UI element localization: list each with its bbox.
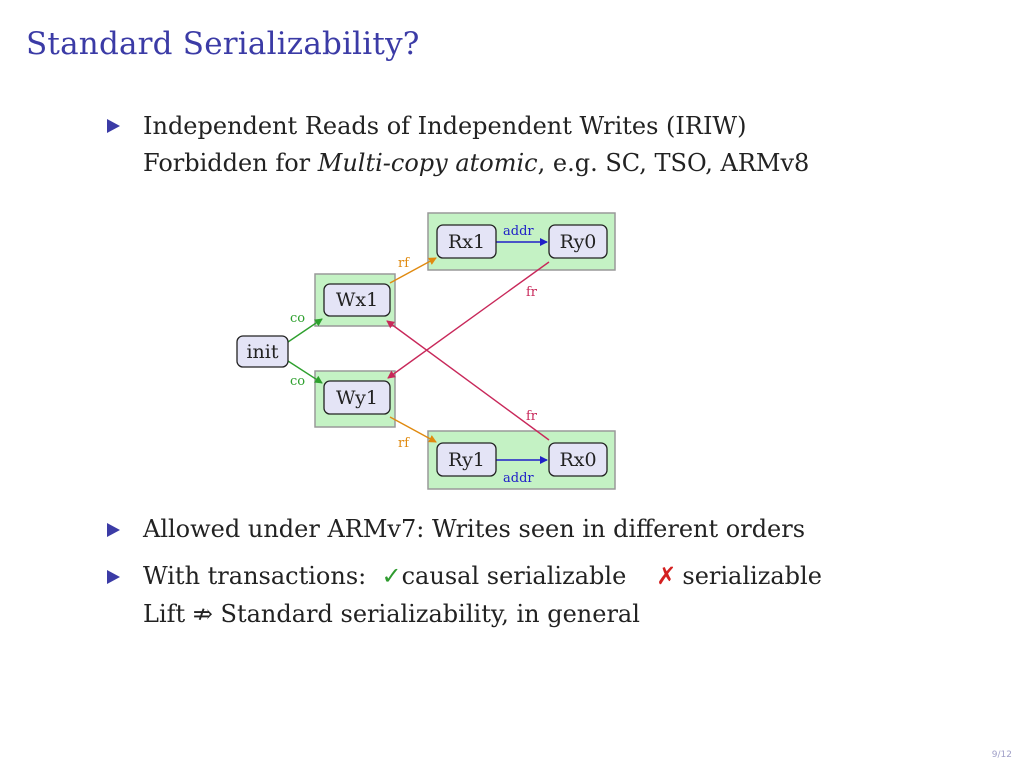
node-ry1: Ry1 [448, 449, 485, 471]
bullet1-emphasis: Multi-copy atomic [317, 149, 538, 177]
label-co-bottom: co [290, 374, 305, 389]
node-wy1: Wy1 [336, 387, 378, 409]
bullet3-line2: Lift ⇏ Standard serializability, in gene… [143, 600, 640, 628]
node-wx1-box [323, 283, 391, 317]
edge-fr-ry0-wy1 [387, 261, 550, 379]
label-rf-top: rf [398, 256, 410, 271]
label-rf-bottom: rf [398, 436, 410, 451]
label-fr-bottom: fr [526, 409, 538, 424]
bullet1-line2: Forbidden for Multi-copy atomic, e.g. SC… [143, 149, 809, 177]
bullet1-line2-prefix: Forbidden for [143, 149, 318, 177]
node-rx1: Rx1 [448, 231, 485, 253]
bullet-marker-2 [107, 523, 120, 537]
bullet-marker-1 [107, 119, 120, 133]
bullet3-line2-rest: Standard serializability, in general [220, 600, 640, 628]
node-init: init [246, 341, 278, 363]
node-rx1-box [436, 224, 497, 259]
edge-co-wx1 [287, 318, 323, 343]
serializable-label: serializable [682, 562, 822, 590]
edge-rf-bottom [389, 416, 437, 443]
causal-serializable-label: causal serializable [401, 562, 627, 590]
page-number: 9/12 [991, 750, 1012, 760]
label-addr-top: addr [503, 224, 534, 239]
node-ry0-box [548, 224, 608, 259]
edge-fr-rx0-wx1 [386, 320, 550, 441]
not-implies-symbol: ⇏ [192, 600, 213, 628]
lift-label: Lift [143, 600, 186, 628]
node-wy1-box [323, 380, 391, 415]
label-fr-top: fr [526, 285, 538, 300]
node-rx0: Rx0 [559, 449, 596, 471]
bullet3-prefix: With transactions: [143, 562, 382, 590]
bullet2-line: Allowed under ARMv7: Writes seen in diff… [143, 515, 806, 543]
edge-co-wy1 [287, 360, 323, 384]
edge-rf-top [389, 257, 437, 284]
node-rx0-box [548, 442, 608, 477]
bullet-marker-3 [107, 570, 120, 584]
node-ry0: Ry0 [560, 231, 597, 253]
node-ry1-box [436, 442, 497, 477]
label-co-top: co [290, 311, 305, 326]
check-icon: ✓ [381, 562, 402, 590]
bullet1-line2-suffix: , e.g. SC, TSO, ARMv8 [537, 149, 810, 177]
node-wx1: Wx1 [336, 289, 378, 311]
slide-title: Standard Serializability? [26, 26, 420, 62]
label-addr-bottom: addr [503, 471, 534, 486]
node-init-box [236, 335, 289, 368]
bullet1-line1: Independent Reads of Independent Writes … [143, 112, 747, 140]
bullet3-line1: With transactions: ✓causal serializable ✗… [143, 562, 822, 590]
cross-icon: ✗ [656, 562, 677, 590]
